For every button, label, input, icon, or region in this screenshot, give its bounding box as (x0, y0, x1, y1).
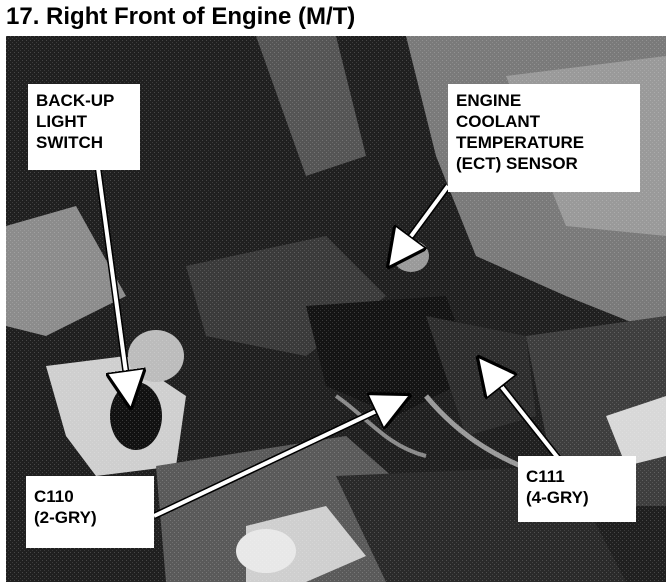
leader-arrows (94, 167, 569, 520)
callout-line: C110 (34, 487, 74, 506)
figure-title: 17. Right Front of Engine (M/T) (6, 3, 356, 30)
callout-ect-sensor: ENGINE COOLANT TEMPERATURE (ECT) SENSOR (448, 84, 640, 192)
callout-line: C111 (526, 467, 565, 486)
callout-line: ENGINE (456, 91, 522, 110)
callout-line: BACK-UP (36, 91, 115, 110)
callout-line: LIGHT (36, 112, 87, 131)
callout-line: SWITCH (36, 133, 104, 152)
callout-line: COOLANT (456, 112, 541, 131)
callout-c110: C110 (2-GRY) (26, 476, 154, 548)
callout-c111: C111 (4-GRY) (518, 456, 636, 522)
engine-photo: BACK-UP LIGHT SWITCH ENGINE COOLANT TEMP… (6, 36, 666, 582)
callout-backup-light-switch: BACK-UP LIGHT SWITCH (28, 84, 140, 170)
callout-line: (ECT) SENSOR (456, 154, 578, 173)
callout-line: TEMPERATURE (456, 133, 585, 152)
callout-line: (4-GRY) (526, 488, 589, 507)
callout-line: (2-GRY) (34, 508, 97, 527)
